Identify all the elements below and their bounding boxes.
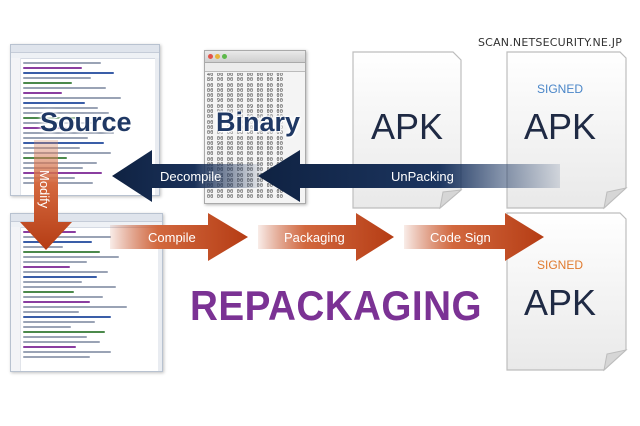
signed-apk-label-top: APK	[524, 106, 597, 147]
decompile-text: Decompile	[160, 169, 222, 184]
packaging-arrow	[258, 213, 394, 261]
source-label: Source	[40, 107, 132, 137]
packaging-text: Packaging	[284, 230, 345, 245]
unpacking-arrow	[258, 150, 560, 202]
signed-word-top: SIGNED	[537, 82, 584, 96]
watermark: SCAN.NETSECURITY.NE.JP	[478, 36, 623, 49]
signed-apk-label-bottom: APK	[524, 282, 597, 323]
binary-label: Binary	[216, 107, 301, 137]
apk-label: APK	[371, 106, 444, 147]
code-sign-arrow	[404, 213, 544, 261]
code-sign-text: Code Sign	[430, 230, 491, 245]
signed-apk-document-bottom	[506, 212, 628, 372]
unpacking-text: UnPacking	[391, 169, 454, 184]
repackaging-title: REPACKAGING	[190, 282, 483, 329]
decompile-arrow	[112, 150, 262, 202]
modify-arrow	[20, 140, 72, 250]
signed-word-bottom: SIGNED	[537, 258, 584, 272]
modify-text: Modify	[37, 170, 52, 209]
compile-arrow	[110, 213, 248, 261]
compile-text: Compile	[148, 230, 196, 245]
